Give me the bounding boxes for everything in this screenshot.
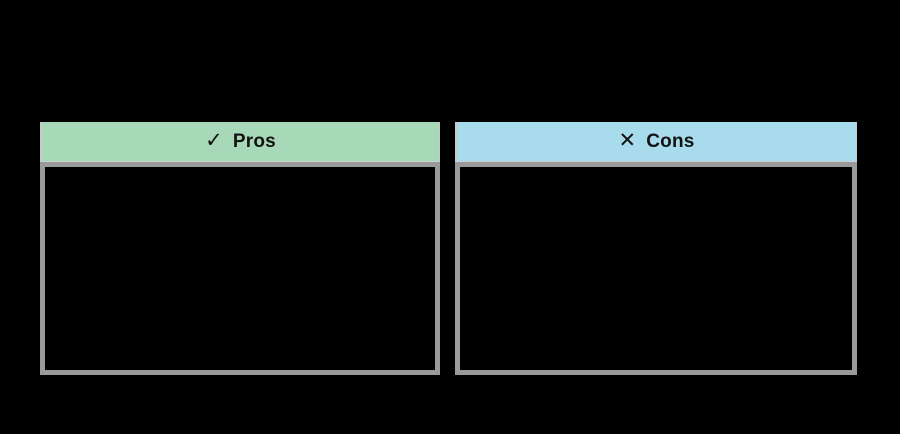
- check-icon: ✓: [205, 129, 223, 152]
- pros-header: ✓ Pros: [40, 122, 440, 162]
- cons-header: ✕ Cons: [455, 122, 857, 162]
- cons-panel: ✕ Cons: [455, 122, 857, 375]
- cons-content-box: [455, 162, 857, 375]
- pros-header-label: Pros: [232, 130, 276, 152]
- pros-panel: ✓ Pros: [40, 122, 440, 375]
- x-icon: ✕: [618, 129, 637, 152]
- pros-content-box: [40, 162, 440, 375]
- cons-header-label: Cons: [646, 130, 695, 152]
